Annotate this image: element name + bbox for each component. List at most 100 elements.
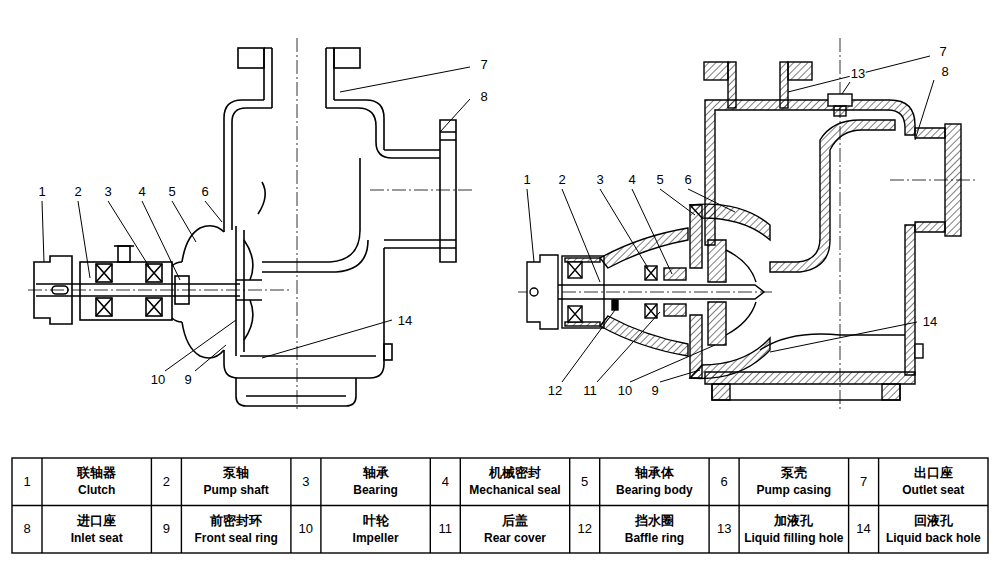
table-part-name-zh: 进口座 [77, 513, 116, 527]
leader-line [915, 80, 934, 140]
table-part-name-zh: 联轴器 [77, 466, 116, 480]
pump-section-right [788, 62, 812, 80]
table-number: 6 [721, 475, 728, 489]
callout-number: 7 [938, 45, 947, 59]
pump-outline-left [262, 158, 360, 262]
leader-line [770, 322, 917, 352]
pump-section-right [664, 268, 686, 280]
leader-line [142, 201, 180, 280]
callout-number: 1 [37, 185, 46, 199]
table-part-name-en: Baffle ring [625, 532, 684, 545]
callout-number: 8 [479, 90, 488, 104]
table-grid [460, 458, 461, 553]
centerline [28, 38, 975, 412]
pump-section-right [705, 372, 915, 384]
callout-number: 3 [103, 185, 112, 199]
callout-number: 11 [582, 384, 598, 398]
table-part-name-zh: 轴承 [363, 466, 389, 480]
pump-outline-left [224, 248, 384, 378]
pump-outline-left [258, 182, 265, 214]
table-grid [848, 458, 849, 553]
table-grid [569, 458, 570, 553]
table-part-name-zh: 挡水圈 [635, 513, 674, 527]
pump-outline-left [244, 240, 253, 340]
pump-section-right [726, 250, 756, 335]
leader-line [262, 320, 392, 358]
leader-line [440, 99, 470, 132]
table-grid [12, 458, 988, 553]
callout-number: 2 [557, 173, 566, 187]
pump-outline-left [236, 280, 262, 300]
table-part-name-zh: 回液孔 [914, 513, 953, 527]
leader-line [195, 345, 226, 371]
table-part-name-zh: 前密封环 [210, 513, 262, 527]
table-part-name-en: Front seal ring [194, 532, 277, 545]
pump-section-right [704, 62, 728, 80]
table-part-name-zh: 加液孔 [774, 513, 813, 527]
pump-section-right [882, 384, 900, 400]
pump-section-right [527, 62, 961, 400]
pump-section-right [527, 255, 558, 329]
table-part-name-zh: 泵轴 [223, 466, 249, 480]
callout-number: 8 [940, 65, 949, 79]
leader-line [340, 67, 470, 92]
leader-line [597, 312, 660, 382]
table-number: 11 [439, 522, 453, 536]
callout-number: 6 [200, 185, 209, 199]
table-grid [878, 458, 879, 553]
table-part-name-en: Pump casing [757, 484, 832, 497]
pump-outline-left [224, 100, 264, 232]
table-part-name-en: Liquid filling hole [744, 532, 843, 545]
table-number: 9 [163, 522, 170, 536]
pump-section-right [915, 344, 923, 358]
leader-line [788, 56, 930, 92]
leader-line [165, 320, 236, 371]
table-grid [599, 458, 600, 553]
leader-line [205, 201, 222, 222]
callout-number: 10 [617, 384, 633, 398]
pump-outline-left [334, 48, 360, 68]
table-number: 10 [299, 522, 313, 536]
callout-number: 4 [137, 185, 146, 199]
table-part-name-en: Outlet seat [902, 484, 964, 497]
pump-outline-left [440, 120, 456, 262]
pump-section-right [770, 120, 895, 272]
pump-section-right [712, 384, 730, 400]
table-part-name-zh: 轴承体 [635, 466, 674, 480]
pump-section-right [905, 225, 915, 375]
table-part-name-en: Mechanical seal [469, 484, 560, 497]
pump-section-right [708, 240, 726, 282]
table-number: 7 [860, 475, 867, 489]
pump-outline-left [262, 240, 368, 272]
pump-section-right [915, 128, 945, 138]
table-grid [12, 505, 988, 506]
pump-outline-left [236, 226, 244, 356]
leader-line [632, 189, 672, 274]
pump-section-right [915, 222, 945, 232]
leader-line [78, 201, 90, 278]
table-number: 12 [577, 522, 591, 536]
table-part-name-en: Bearing [353, 484, 398, 497]
table-grid [41, 458, 42, 553]
table-number: 2 [163, 475, 170, 489]
table-part-name-zh: 叶轮 [363, 513, 389, 527]
pump-section-right [562, 256, 604, 328]
pump-outline-left [384, 344, 392, 360]
table-part-name-en: Rear cover [484, 532, 546, 545]
table-grid [151, 458, 152, 553]
pump-section-right [690, 205, 702, 268]
callout-number: 13 [850, 67, 866, 81]
table-part-name-en: Inlet seat [71, 532, 123, 545]
table-number: 4 [442, 475, 449, 489]
table-part-name-en: Impeller [353, 532, 399, 545]
table-number: 5 [581, 475, 588, 489]
table-part-name-en: Clutch [78, 484, 115, 497]
table-number: 1 [23, 475, 30, 489]
pump-outline-left [182, 226, 224, 262]
leader-line [842, 82, 850, 94]
pump-outline-left [440, 132, 456, 248]
pump-outline-left [36, 284, 240, 296]
pump-section-right [760, 334, 905, 350]
